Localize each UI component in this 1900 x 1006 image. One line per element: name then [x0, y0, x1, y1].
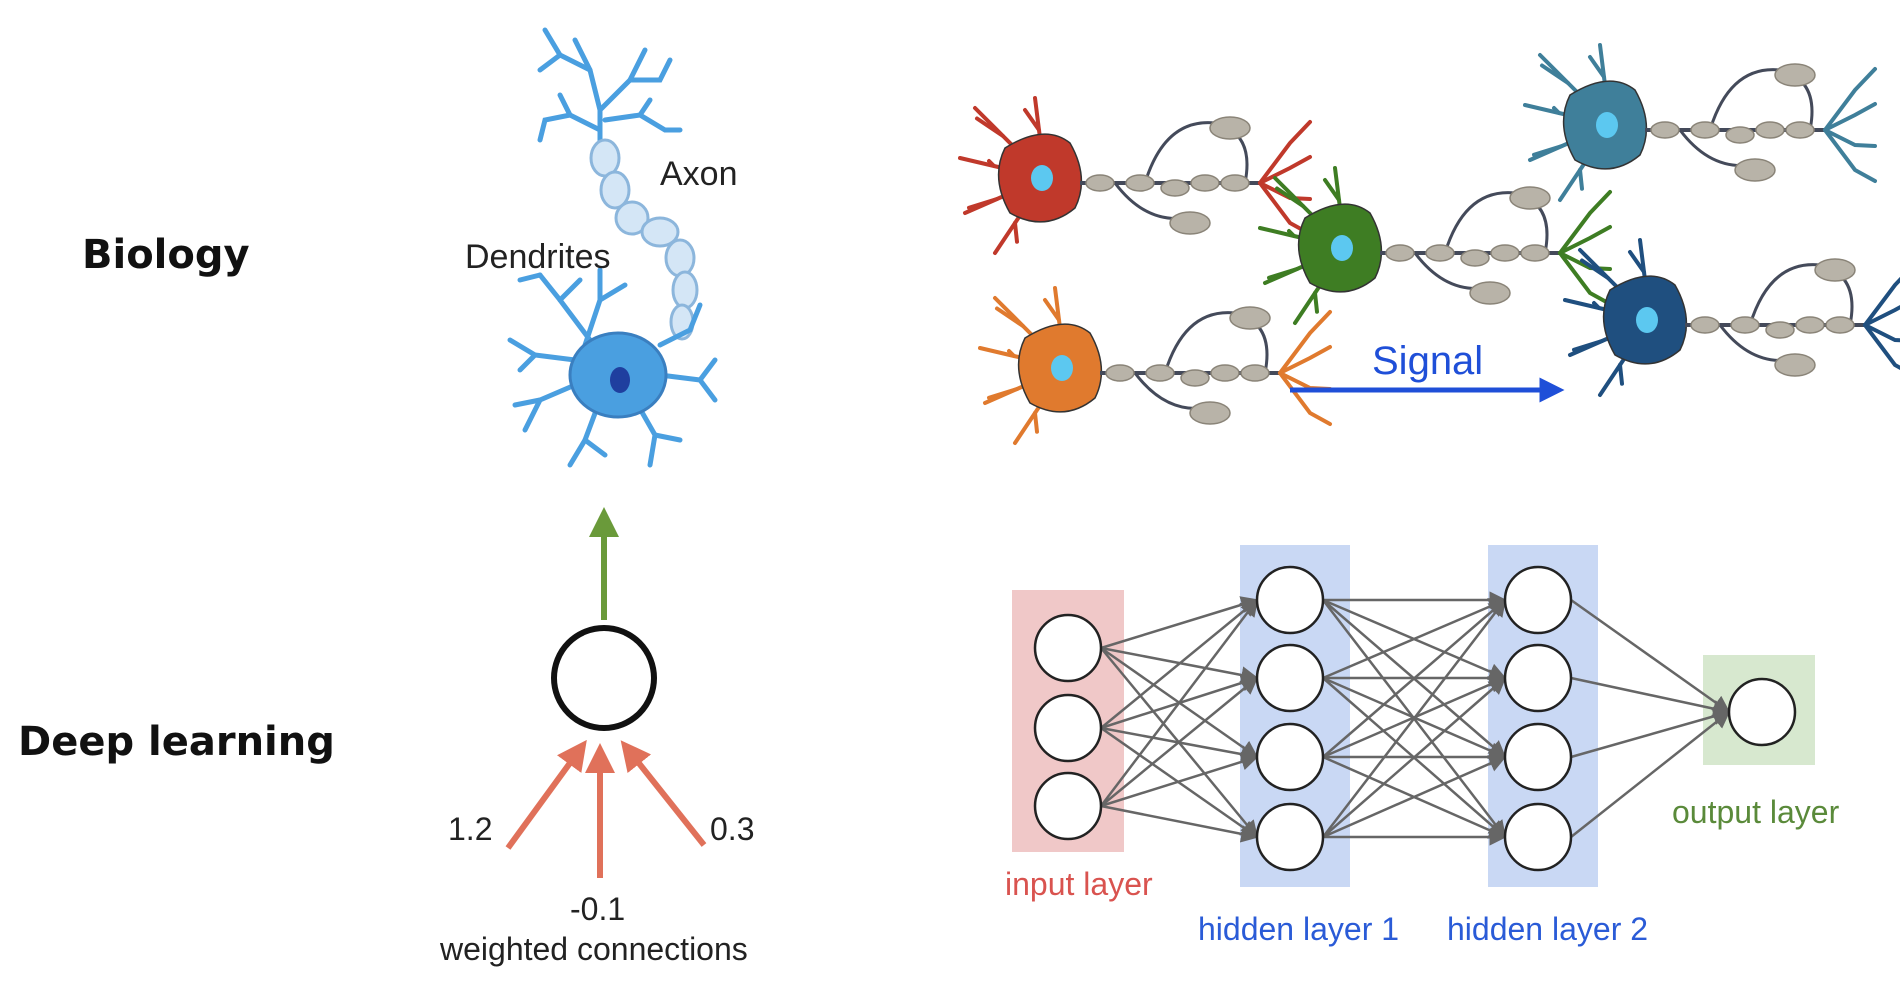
neuron-orange — [978, 286, 1332, 445]
connection-edge — [1322, 598, 1507, 758]
connection-edge — [1100, 598, 1259, 729]
neural-network-diagram: input layer hidden layer 1 hidden layer 2 o… — [1005, 545, 1840, 947]
weights-caption: weighted connections — [439, 931, 748, 967]
network-node — [1255, 565, 1325, 635]
connection-edge — [1100, 676, 1259, 807]
weight-middle-value: -0.1 — [570, 891, 625, 927]
connection-edge — [1322, 598, 1507, 680]
axon-terminals — [537, 27, 683, 151]
connection-edge — [1570, 676, 1731, 718]
weight-arrow-left — [505, 739, 587, 850]
connection-edge — [1322, 755, 1507, 839]
neuron-green — [1258, 166, 1612, 325]
layer-label-3: hidden layer 2 — [1447, 911, 1648, 947]
connection-edge — [1570, 598, 1731, 714]
network-node — [1255, 722, 1325, 792]
network-node — [1503, 722, 1573, 792]
weight-right-value: 0.3 — [710, 811, 754, 847]
network-node — [1033, 693, 1103, 763]
connected-neurons-illustration — [958, 43, 1900, 445]
connection-edge — [1570, 710, 1731, 838]
network-node — [1503, 802, 1573, 872]
network-node — [1727, 677, 1797, 747]
network-node — [1033, 771, 1103, 841]
row-label-biology: Biology — [82, 232, 250, 278]
weight-left-value: 1.2 — [448, 811, 492, 847]
network-node — [1503, 565, 1573, 635]
network-node — [1033, 613, 1103, 683]
network-node — [1255, 643, 1325, 713]
layer-label-4: output layer — [1672, 794, 1840, 830]
neuron-navy — [1563, 238, 1900, 397]
connection-edge — [1100, 596, 1259, 650]
signal-label: Signal — [1372, 339, 1483, 383]
perceptron-node — [551, 625, 657, 731]
connection-edge — [1570, 707, 1731, 759]
axon-label: Axon — [660, 155, 738, 193]
neuron-teal — [1523, 43, 1877, 202]
connection-edge — [1322, 598, 1507, 838]
network-node — [1255, 802, 1325, 872]
neuron-red — [958, 96, 1312, 255]
network-node — [1503, 643, 1573, 713]
layer-label-2: hidden layer 1 — [1198, 911, 1399, 947]
dendrites-label: Dendrites — [465, 238, 611, 276]
layer-label-1: input layer — [1005, 866, 1153, 902]
nucleus — [610, 367, 630, 393]
axon-myelin — [589, 138, 699, 341]
weight-arrow-right — [620, 740, 707, 847]
connection-edge — [1322, 676, 1507, 838]
connection-edge — [1100, 598, 1259, 807]
connection-edge — [1100, 753, 1259, 808]
connection-edge — [1100, 804, 1259, 843]
row-label-deep-learning: Deep learning — [18, 719, 335, 765]
single-neuron-illustration — [507, 27, 718, 468]
